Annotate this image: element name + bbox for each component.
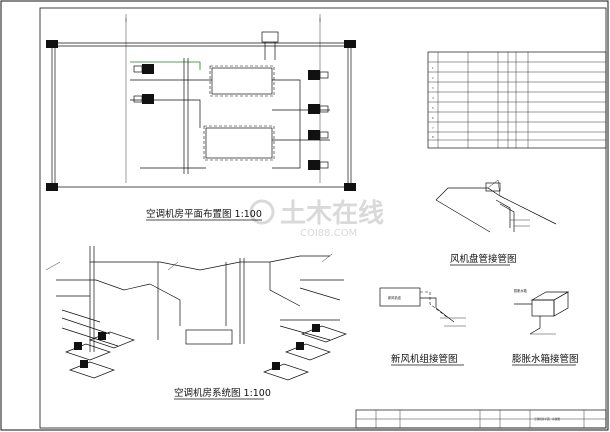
system-title: 空调机房系统图 1:100 <box>174 387 271 399</box>
watermark: 土木在线 COI88.COM <box>249 199 384 239</box>
equipment-table: 1 2 3 4 5 6 7 8 <box>427 51 607 149</box>
table-row-7: 7 <box>432 126 434 130</box>
plan-title: 空调机房平面布置图 1:100 <box>146 208 262 220</box>
title-block: 空调机房平面、系统图 <box>355 409 607 429</box>
system-pump-group-left <box>64 331 136 379</box>
tank-detail: 膨胀水箱 <box>514 288 570 335</box>
pump-right-2 <box>308 104 329 114</box>
inner-border <box>39 7 607 429</box>
system-main-unit <box>185 329 233 345</box>
pump-right-3 <box>308 130 329 140</box>
fresh-air-detail: 新风机组 <box>379 287 466 327</box>
table-row-2: 2 <box>432 76 434 80</box>
plan-view <box>46 14 356 191</box>
fresh-air-unit-label: 新风机组 <box>388 295 402 300</box>
pump-right-1 <box>308 70 329 80</box>
table-row-8: 8 <box>432 135 434 139</box>
system-pump-group-right <box>262 324 348 381</box>
fcu-detail <box>435 179 557 233</box>
tank-title: 膨胀水箱接管图 <box>512 353 579 365</box>
fcu-title: 风机盘管接管图 <box>450 253 517 265</box>
table-row-4: 4 <box>432 96 434 100</box>
tank-label: 膨胀水箱 <box>514 288 528 293</box>
table-row-5: 5 <box>432 106 434 110</box>
system-diagram <box>45 246 348 381</box>
titleblock-name: 空调机房平面、系统图 <box>534 417 560 421</box>
fresh-air-title: 新风机组接管图 <box>391 353 458 365</box>
watermark-subtext: COI88.COM <box>300 228 357 239</box>
pump-left-1 <box>133 64 154 74</box>
pump-left-2 <box>133 94 154 104</box>
table-row-1: 1 <box>432 66 434 70</box>
table-row-3: 3 <box>432 86 434 90</box>
watermark-text: 土木在线 <box>280 199 384 229</box>
table-row-6: 6 <box>432 116 434 120</box>
pump-right-4 <box>308 160 329 170</box>
